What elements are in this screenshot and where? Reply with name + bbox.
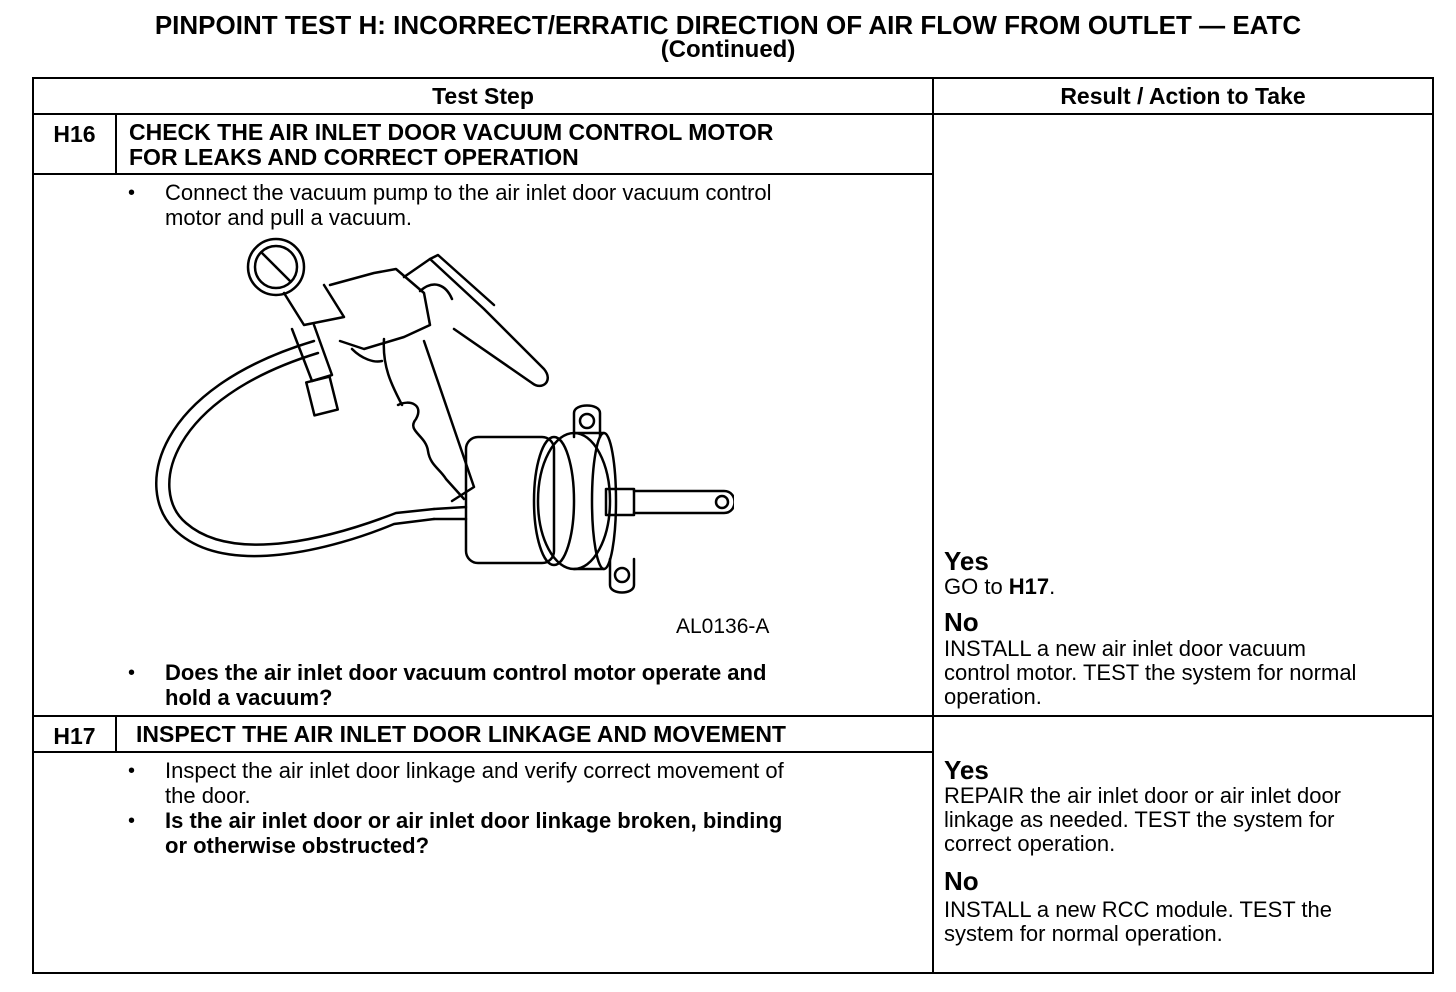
page-title: PINPOINT TEST H: INCORRECT/ERRATIC DIREC…: [0, 12, 1456, 62]
bullet: •: [128, 662, 136, 684]
h17-yes-text: REPAIR the air inlet door or air inlet d…: [944, 784, 1341, 856]
step-title-h16-line-2: FOR LEAKS AND CORRECT OPERATION: [129, 144, 579, 170]
step-title-h16-line-1: CHECK THE AIR INLET DOOR VACUUM CONTROL …: [129, 119, 774, 145]
h16-yes-label: Yes: [944, 546, 989, 576]
h17-question-line-2: or otherwise obstructed?: [165, 833, 430, 858]
h16-question-line-2: hold a vacuum?: [165, 685, 333, 710]
step-title-h17: INSPECT THE AIR INLET DOOR LINKAGE AND M…: [136, 721, 786, 747]
step-title-h16: CHECK THE AIR INLET DOOR VACUUM CONTROL …: [129, 120, 773, 170]
bullet: •: [128, 810, 136, 832]
column-divider: [932, 79, 934, 972]
h16-id-divider: [115, 115, 117, 175]
h16-no-line-2: control motor. TEST the system for norma…: [944, 660, 1357, 685]
step-id-h17: H17: [53, 723, 96, 749]
h17-yes-line-1: REPAIR the air inlet door or air inlet d…: [944, 783, 1341, 808]
bullet: •: [128, 182, 136, 204]
h16-question-line-1: Does the air inlet door vacuum control m…: [165, 660, 767, 685]
column-header-result: Result / Action to Take: [1060, 83, 1306, 109]
h17-question-line-1: Is the air inlet door or air inlet door …: [165, 808, 783, 833]
title-line-1: PINPOINT TEST H: INCORRECT/ERRATIC DIREC…: [154, 10, 1302, 40]
h16-yes-prefix: GO to: [944, 574, 1009, 599]
h16-yes-target: H17: [1008, 574, 1050, 599]
h16-row-divider: [34, 715, 1432, 717]
h17-id-divider: [115, 717, 117, 753]
h16-instruction: Connect the vacuum pump to the air inlet…: [165, 180, 772, 230]
title-line-2: (Continued): [660, 36, 796, 63]
h17-instruction-line-1: Inspect the air inlet door linkage and v…: [165, 758, 784, 783]
h16-no-label: No: [944, 607, 979, 637]
h17-yes-line-3: correct operation.: [944, 831, 1116, 856]
h16-no-line-1: INSTALL a new air inlet door vacuum: [944, 636, 1306, 661]
h17-title-divider: [34, 751, 932, 753]
h17-no-line-1: INSTALL a new RCC module. TEST the: [944, 897, 1333, 922]
h17-yes-label: Yes: [944, 755, 989, 785]
h17-instruction: Inspect the air inlet door linkage and v…: [165, 758, 784, 808]
h17-question: Is the air inlet door or air inlet door …: [165, 808, 782, 858]
vacuum-pump-motor-illustration: [155, 237, 734, 594]
h16-title-divider: [34, 173, 932, 175]
h16-instruction-line-2: motor and pull a vacuum.: [165, 205, 413, 230]
h17-no-text: INSTALL a new RCC module. TEST the syste…: [944, 898, 1332, 946]
h17-yes-line-2: linkage as needed. TEST the system for: [944, 807, 1335, 832]
header-divider: [34, 113, 1432, 115]
bullet: •: [128, 760, 136, 782]
h17-no-label: No: [944, 866, 979, 896]
pinpoint-test-table: Test Step Result / Action to Take H16 CH…: [32, 77, 1434, 974]
h16-no-text: INSTALL a new air inlet door vacuum cont…: [944, 637, 1356, 709]
h16-instruction-line-1: Connect the vacuum pump to the air inlet…: [165, 180, 772, 205]
h16-yes-suffix: .: [1049, 574, 1056, 599]
figure-label: AL0136-A: [676, 615, 770, 638]
h17-no-line-2: system for normal operation.: [944, 921, 1223, 946]
h16-no-line-3: operation.: [944, 684, 1042, 709]
h17-instruction-line-2: the door.: [165, 783, 251, 808]
step-id-h16: H16: [53, 121, 96, 147]
h16-question: Does the air inlet door vacuum control m…: [165, 660, 766, 710]
h16-yes-text: GO to H17.: [944, 575, 1055, 599]
column-header-test-step: Test Step: [432, 83, 534, 109]
